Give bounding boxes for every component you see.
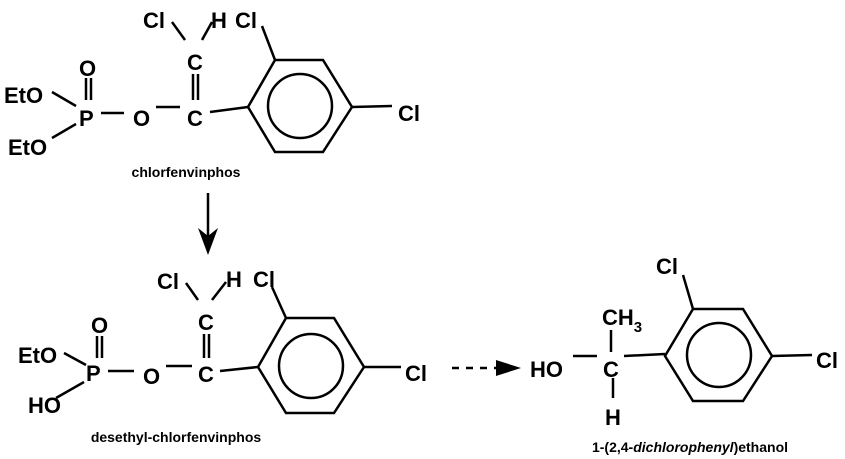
atom-o-ester: O: [133, 106, 150, 131]
atom-o-ester: O: [143, 364, 160, 389]
dichlorophenylethanol-structure: HO C CH3 H Cl Cl 1-(2,4-dichlorophenyl)e…: [530, 254, 838, 455]
atom-eto-1: EtO: [4, 83, 43, 108]
atom-eto-2: EtO: [8, 135, 47, 160]
atom-c: C: [603, 357, 619, 382]
chlorfenvinphos-structure: Cl H Cl C C O EtO EtO P O Cl chlorfenvin…: [4, 8, 420, 180]
atom-o-double: O: [91, 313, 108, 338]
reaction-arrow-dashed: [452, 360, 521, 376]
aromatic-ring: [685, 321, 753, 389]
bond: [170, 21, 187, 41]
desethyl-chlorfenvinphos-structure: Cl H Cl C C O EtO HO P O Cl desethyl-chl…: [18, 267, 427, 445]
atom-h-vinyl: H: [226, 267, 242, 292]
atom-eto: EtO: [18, 343, 57, 368]
atom-c-top: C: [187, 50, 203, 75]
atom-p: P: [86, 361, 101, 386]
atom-p: P: [79, 106, 94, 131]
atom-cl-vinyl: Cl: [143, 8, 165, 33]
atom-ho: HO: [530, 357, 563, 382]
atom-o-double: O: [79, 56, 96, 81]
aromatic-ring: [277, 332, 345, 400]
bond: [200, 21, 214, 41]
atom-cl-ortho: Cl: [235, 8, 257, 33]
atom-cl-vinyl: Cl: [157, 269, 179, 294]
atom-cl-para: Cl: [405, 361, 427, 386]
atom-ho: HO: [28, 393, 61, 418]
compound-name-desethyl-chlorfenvinphos: desethyl-chlorfenvinphos: [91, 429, 262, 445]
atom-cl-para: Cl: [398, 101, 420, 126]
atom-cl-ortho: Cl: [253, 267, 275, 292]
aromatic-ring: [266, 72, 334, 140]
compound-name-dichlorophenylethanol: 1-(2,4-dichlorophenyl)ethanol: [592, 439, 788, 455]
atom-cl-ortho: Cl: [656, 254, 678, 279]
reaction-arrow-solid: [198, 193, 218, 255]
atom-h-vinyl: H: [211, 8, 227, 33]
atom-c-mid: C: [198, 362, 214, 387]
compound-name-chlorfenvinphos: chlorfenvinphos: [132, 164, 241, 180]
atom-ch3: CH3: [602, 305, 642, 336]
atom-c-top: C: [198, 310, 214, 335]
atom-h: H: [605, 405, 621, 430]
atom-cl-para: Cl: [816, 348, 838, 373]
atom-c-mid: C: [187, 106, 203, 131]
